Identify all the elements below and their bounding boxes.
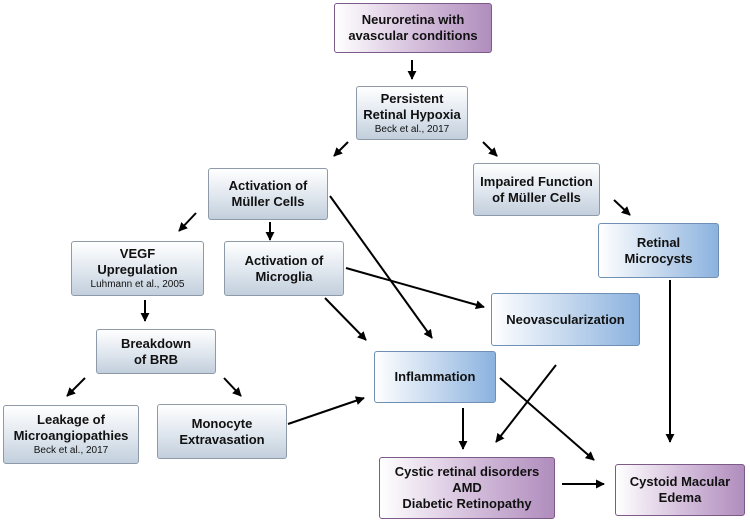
node-hypoxia-label: Persistent Retinal Hypoxia — [363, 90, 461, 122]
arrow-muller-activation-to-vegf — [178, 212, 197, 232]
arrow-inflammation-to-cme — [499, 377, 595, 461]
node-leakage-citation: Beck et al., 2017 — [33, 445, 109, 456]
node-cme: Cystoid Macular Edema — [615, 464, 745, 516]
node-vegf: VEGF Upregulation Luhmann et al., 2005 — [71, 241, 204, 296]
node-brb: Breakdown of BRB — [96, 329, 216, 374]
arrow-monocyte-to-inflammation — [287, 396, 365, 425]
node-inflammation-label: Inflammation — [394, 369, 476, 384]
node-hypoxia-citation: Beck et al., 2017 — [374, 123, 450, 135]
node-inflammation: Inflammation — [374, 351, 496, 403]
node-neovascularization: Neovascularization — [491, 293, 640, 346]
arrow-hypoxia-to-muller-impaired — [482, 141, 498, 157]
node-brb-label: Breakdown of BRB — [120, 335, 192, 367]
node-cystic: Cystic retinal disorders AMD Diabetic Re… — [379, 457, 555, 519]
node-cystic-label: Cystic retinal disorders AMD Diabetic Re… — [394, 464, 540, 511]
node-muller-impaired: Impaired Function of Müller Cells — [473, 163, 600, 216]
node-vegf-citation: Luhmann et al., 2005 — [90, 279, 185, 290]
node-muller-activation-label: Activation of Müller Cells — [228, 178, 308, 209]
node-neuroretina-label: Neuroretina with avascular conditions — [348, 12, 478, 43]
node-vegf-label: VEGF Upregulation — [97, 246, 178, 277]
node-monocyte-label: Monocyte Extravasation — [179, 415, 265, 447]
arrow-muller-impaired-to-microcysts — [613, 199, 631, 216]
arrow-microglia-to-inflammation — [324, 297, 367, 341]
arrow-brb-to-monocyte — [223, 377, 242, 397]
node-hypoxia: Persistent Retinal Hypoxia Beck et al., … — [356, 86, 468, 140]
arrow-brb-to-leakage — [66, 377, 86, 397]
arrow-microglia-to-neovascularization — [345, 267, 485, 310]
arrow-muller-activation-to-inflammation — [329, 195, 433, 339]
node-leakage: Leakage of Microangiopathies Beck et al.… — [3, 405, 139, 464]
node-neuroretina: Neuroretina with avascular conditions — [334, 3, 492, 53]
node-monocyte: Monocyte Extravasation — [157, 404, 287, 459]
node-microcysts: Retinal Microcysts — [598, 223, 719, 278]
node-leakage-label: Leakage of Microangiopathies — [13, 412, 129, 443]
arrow-neovascularization-to-cystic — [495, 364, 557, 443]
node-microcysts-label: Retinal Microcysts — [624, 234, 693, 266]
node-muller-activation: Activation of Müller Cells — [208, 168, 328, 220]
arrow-hypoxia-to-muller-activation — [333, 141, 349, 157]
node-neovascularization-label: Neovascularization — [506, 311, 625, 327]
node-cme-label: Cystoid Macular Edema — [629, 474, 731, 505]
node-microglia: Activation of Microglia — [224, 241, 344, 296]
node-microglia-label: Activation of Microglia — [244, 252, 324, 284]
node-muller-impaired-label: Impaired Function of Müller Cells — [480, 173, 593, 205]
